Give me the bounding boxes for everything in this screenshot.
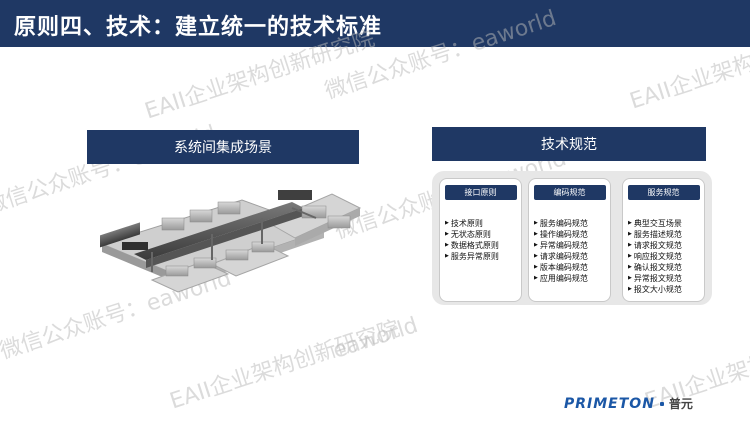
list-item: 典型交互场景: [628, 218, 704, 229]
list-item: 服务异常原则: [445, 251, 521, 262]
logo-cn: 普元: [668, 397, 693, 411]
slide-title: 原则四、技术：建立统一的技术标准: [14, 15, 383, 40]
logo-dot-icon: [659, 401, 664, 406]
logo-brand: PRIMETON: [564, 395, 655, 412]
title-bar: 原则四、技术：建立统一的技术标准: [0, 0, 750, 47]
list-item: 请求编码规范: [534, 251, 610, 262]
list-item: 数据格式原则: [445, 240, 521, 251]
coding-standards-column: 编码规范 服务编码规范 操作编码规范 异常编码规范 请求编码规范 版本编码规范 …: [528, 178, 611, 302]
list-item: 请求报文规范: [628, 240, 704, 251]
list-item: 异常报文规范: [628, 273, 704, 284]
service-standards-column: 服务规范 典型交互场景 服务描述规范 请求报文规范 响应报文规范 确认报文规范 …: [622, 178, 705, 302]
list-item: 服务编码规范: [534, 218, 610, 229]
list-item: 无状态原则: [445, 229, 521, 240]
tech-spec-area: 接口原则 技术原则 无状态原则 数据格式原则 服务异常原则 编码规范 服务编码规…: [432, 171, 712, 305]
list-item: 响应报文规范: [628, 251, 704, 262]
list-item: 异常编码规范: [534, 240, 610, 251]
list-item: 确认报文规范: [628, 262, 704, 273]
integration-diagram: [100, 190, 362, 293]
list-item: 服务描述规范: [628, 229, 704, 240]
tech-spec-header: 技术规范: [432, 127, 706, 161]
watermark: EAII企业架构创新研究院: [166, 316, 403, 415]
list-item: 报文大小规范: [628, 284, 704, 295]
list-item: 技术原则: [445, 218, 521, 229]
integration-scenario-header: 系统间集成场景: [87, 130, 359, 164]
list-item: 操作编码规范: [534, 229, 610, 240]
list-item: 版本编码规范: [534, 262, 610, 273]
column-title: 编码规范: [533, 185, 606, 200]
list-item: 应用编码规范: [534, 273, 610, 284]
column-title: 接口原则: [444, 185, 517, 200]
watermark: eaworld: [330, 312, 422, 364]
interface-principles-column: 接口原则 技术原则 无状态原则 数据格式原则 服务异常原则: [439, 178, 522, 302]
column-title: 服务规范: [627, 185, 700, 200]
primeton-logo: PRIMETON 普元: [564, 395, 693, 412]
